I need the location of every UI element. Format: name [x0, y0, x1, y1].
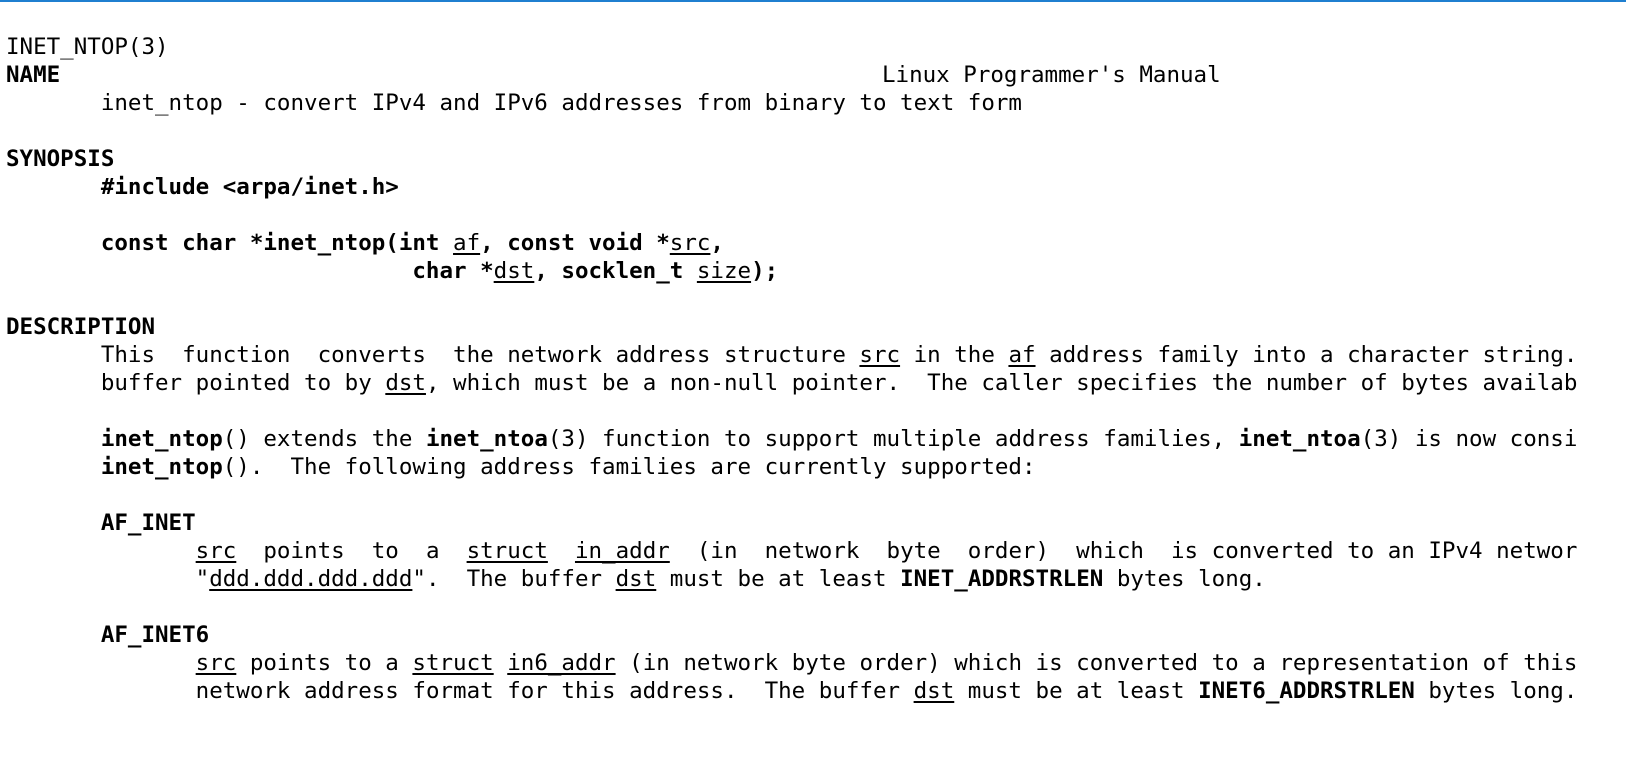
param-af: af — [453, 230, 481, 256]
desc-text: address family into a character string. — [1035, 342, 1578, 368]
desc-text: " — [195, 566, 210, 592]
window-top-border — [0, 0, 1626, 2]
desc-text — [494, 650, 508, 676]
fn-inet-ntop: inet_ntop — [100, 454, 223, 480]
desc-text: This function converts the network addre… — [100, 342, 860, 368]
section-heading-name: NAME — [6, 62, 61, 88]
blank-line — [6, 285, 1626, 313]
blank-line — [6, 33, 1626, 61]
desc-text: (in network byte order) which is convert… — [669, 538, 1578, 564]
description-p1-line-1: This function converts the network addre… — [6, 341, 1626, 369]
ref-struct: struct — [466, 538, 548, 564]
include-directive: #include <arpa/inet.h> — [100, 174, 399, 200]
af-inet-line-1: src points to a struct in_addr (in netwo… — [6, 537, 1626, 565]
desc-text: , which must be a non-null pointer. The … — [425, 370, 1578, 396]
proto-text: , const void * — [480, 230, 670, 256]
desc-text: must be at least — [954, 678, 1199, 704]
param-size: size — [696, 258, 752, 284]
desc-text: bytes long. — [1103, 566, 1266, 592]
ref-af: af — [1008, 342, 1036, 368]
proto-text: , socklen_t — [534, 258, 697, 284]
ref-ddd-format: ddd.ddd.ddd.ddd — [209, 566, 413, 592]
name-line: inet_ntop - convert IPv4 and IPv6 addres… — [6, 89, 1626, 117]
synopsis-include-line: #include <arpa/inet.h> — [6, 173, 1626, 201]
ref-dst: dst — [385, 370, 426, 396]
man-header: INET_NTOP(3) Linux Programmer's Manual — [6, 5, 1626, 88]
prototype-line-1: const char *inet_ntop(int af, const void… — [6, 229, 1626, 257]
blank-line — [6, 201, 1626, 229]
ref-in-addr: in_addr — [574, 538, 670, 564]
proto-text: char * — [412, 258, 494, 284]
man-header-title: INET_NTOP(3) — [6, 34, 169, 60]
description-p2-line-2: inet_ntop(). The following address famil… — [6, 453, 1626, 481]
desc-text: bytes long. — [1414, 678, 1578, 704]
fn-inet-ntoa: inet_ntoa — [425, 426, 548, 452]
fn-inet-ntoa: inet_ntoa — [1238, 426, 1361, 452]
desc-text: network address format for this address.… — [195, 678, 914, 704]
description-p2-line-1: inet_ntop() extends the inet_ntoa(3) fun… — [6, 425, 1626, 453]
desc-text: must be at least — [656, 566, 901, 592]
ref-dst: dst — [615, 566, 657, 592]
af-inet6-line-1: src points to a struct in6_addr (in netw… — [6, 649, 1626, 677]
fn-inet-ntop: inet_ntop — [100, 426, 223, 452]
af-inet-heading-line: AF_INET — [6, 509, 1626, 537]
ref-src: src — [195, 538, 237, 564]
name-text: inet_ntop - convert IPv4 and IPv6 addres… — [100, 90, 1022, 116]
terminal-man-page[interactable]: INET_NTOP(3) Linux Programmer's Manual N… — [6, 5, 1626, 758]
desc-text: (). The following address families are c… — [222, 454, 1036, 480]
const-inet6-addrstrlen: INET6_ADDRSTRLEN — [1198, 678, 1415, 704]
param-dst: dst — [493, 258, 535, 284]
proto-text: ); — [751, 258, 779, 284]
af-inet-line-2: "ddd.ddd.ddd.ddd". The buffer dst must b… — [6, 565, 1626, 593]
af-inet6-line-2: network address format for this address.… — [6, 677, 1626, 705]
section-heading-description: DESCRIPTION — [6, 314, 156, 340]
ref-dst: dst — [913, 678, 955, 704]
ref-src: src — [195, 650, 237, 676]
ref-src: src — [859, 342, 901, 368]
blank-line — [6, 117, 1626, 145]
desc-text: (3) is now consi — [1360, 426, 1578, 452]
desc-text: points to a — [236, 538, 467, 564]
desc-text: (in network byte order) which is convert… — [615, 650, 1578, 676]
desc-text — [548, 538, 575, 564]
param-src: src — [669, 230, 711, 256]
proto-text: , — [710, 230, 724, 256]
desc-text: (3) function to support multiple address… — [547, 426, 1239, 452]
proto-text: const char *inet_ntop(int — [100, 230, 454, 256]
desc-text: () extends the — [222, 426, 426, 452]
desc-text: ". The buffer — [412, 566, 616, 592]
af-inet-heading: AF_INET — [100, 510, 196, 536]
desc-text: buffer pointed to by — [100, 370, 386, 396]
ref-struct: struct — [412, 650, 494, 676]
blank-line — [6, 593, 1626, 621]
section-heading-synopsis: SYNOPSIS — [6, 146, 115, 172]
desc-text: in the — [900, 342, 1009, 368]
const-inet-addrstrlen: INET_ADDRSTRLEN — [900, 566, 1104, 592]
desc-text: points to a — [236, 650, 413, 676]
af-inet6-heading: AF_INET6 — [100, 622, 210, 648]
blank-line — [6, 397, 1626, 425]
man-header-manual: Linux Programmer's Manual — [882, 62, 1221, 88]
af-inet6-heading-line: AF_INET6 — [6, 621, 1626, 649]
description-p1-line-2: buffer pointed to by dst, which must be … — [6, 369, 1626, 397]
prototype-line-2: char *dst, socklen_t size); — [6, 257, 1626, 285]
ref-in6-addr: in6_addr — [507, 650, 616, 676]
blank-line — [6, 481, 1626, 509]
